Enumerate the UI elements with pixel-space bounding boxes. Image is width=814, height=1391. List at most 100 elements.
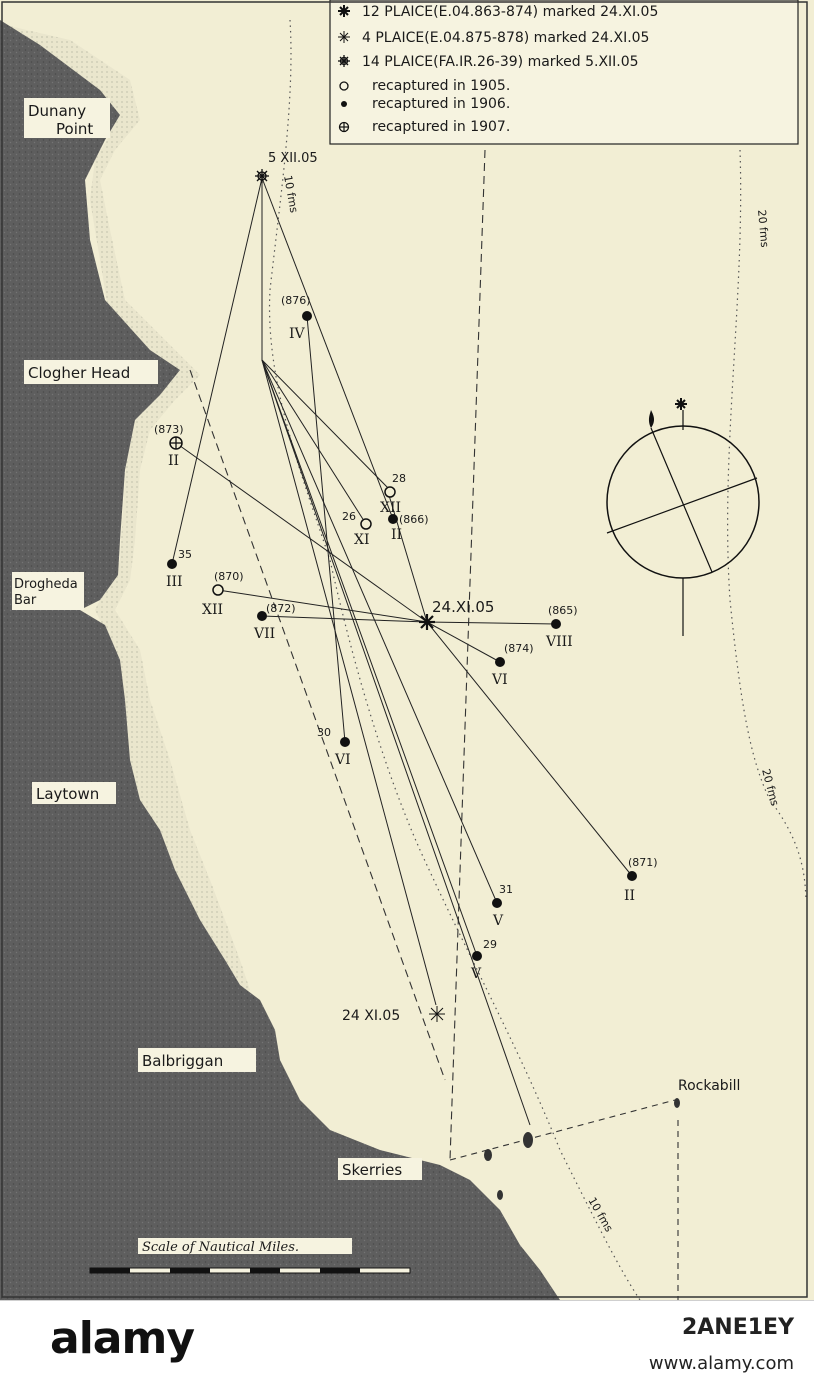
recapture-id-label: 35 — [178, 548, 192, 561]
release-south-icon — [429, 1006, 445, 1022]
recapture-circle-filled-icon — [257, 611, 267, 621]
recapture-id-label: 30 — [317, 726, 331, 739]
recapture-circle-open-icon — [360, 518, 372, 530]
recapture-month-label: IV — [289, 326, 306, 342]
recapture-marker: 31V — [492, 883, 513, 929]
recapture-id-label: 28 — [392, 472, 406, 485]
recapture-month-label: VI — [491, 672, 508, 688]
recapture-id-label: (865) — [548, 604, 578, 617]
recapture-circle-filled-icon — [495, 657, 505, 667]
place-rockabill: Rockabill — [678, 1078, 740, 1094]
island-2 — [523, 1132, 533, 1148]
legend-row-6: recaptured in 1907. — [372, 119, 510, 135]
legend-row-4: recaptured in 1905. — [372, 78, 510, 94]
recapture-marker: (871) II — [624, 856, 658, 904]
recapture-marker: (873) II — [154, 423, 184, 469]
release-center-label: 24.XI.05 — [432, 598, 494, 616]
recapture-circle-filled-icon — [627, 871, 637, 881]
lines-from-center — [175, 442, 633, 877]
place-skerries: Skerries — [338, 1158, 422, 1180]
place-balbriggan: Balbriggan — [138, 1048, 256, 1072]
recapture-circle-filled-icon — [302, 311, 312, 321]
svg-text:Dunany: Dunany — [28, 102, 86, 120]
recapture-id-label: (873) — [154, 423, 184, 436]
recapture-circle-filled-icon — [340, 737, 350, 747]
release-north-icon — [255, 169, 269, 183]
recapture-id-label: (866) — [399, 513, 429, 526]
recapture-month-label: II — [624, 888, 635, 904]
recapture-month-label: VII — [253, 626, 275, 642]
release-south-label: 24 XI.05 — [342, 1008, 400, 1024]
recapture-month-label: VIII — [545, 634, 573, 650]
legend-star-open-icon — [338, 31, 350, 43]
recapture-id-label: (874) — [504, 642, 534, 655]
recapture-month-label: XII — [202, 602, 223, 618]
recapture-id-label: (876) — [281, 294, 311, 307]
compass-rose — [606, 398, 760, 636]
recapture-marker: (870) XII — [202, 570, 244, 618]
land-coast — [0, 20, 560, 1300]
recapture-month-label: II — [391, 527, 402, 543]
legend-row-3: 14 PLAICE(FA.IR.26-39) marked 5.XII.05 — [362, 54, 639, 70]
svg-text:Skerries: Skerries — [342, 1161, 402, 1179]
footer-bar: alamy 2ANE1EY www.alamy.com — [0, 1300, 814, 1391]
compass-flame-icon — [648, 410, 655, 428]
legend-row-1: 12 PLAICE(E.04.863-874) marked 24.XI.05 — [362, 4, 658, 20]
map-frame — [1, 1, 808, 1298]
island-1 — [484, 1149, 492, 1161]
recapture-id-label: 26 — [342, 510, 356, 523]
island-3 — [497, 1190, 503, 1200]
legend-circle-filled-icon — [341, 101, 347, 107]
dashed-boundary-2 — [189, 369, 446, 1081]
recapture-circle-filled-icon — [472, 951, 482, 961]
recapture-circle-open-icon — [212, 584, 224, 596]
scale-label: Scale of Nautical Miles. — [142, 1240, 299, 1255]
legend-star-gear-icon — [338, 55, 350, 67]
recapture-marker: (866)II — [388, 513, 429, 543]
recapture-marker: (865) VIII — [545, 604, 578, 650]
recapture-month-label: III — [166, 574, 183, 590]
place-drogheda-bar: Drogheda Bar — [12, 572, 84, 610]
recapture-month-label: XII — [380, 500, 401, 516]
svg-text:Point: Point — [56, 120, 93, 138]
recapture-month-label: II — [168, 453, 179, 469]
svg-text:Balbriggan: Balbriggan — [142, 1052, 223, 1070]
svg-text:Bar: Bar — [14, 593, 37, 608]
map-canvas: 12 PLAICE(E.04.863-874) marked 24.XI.05 … — [0, 0, 814, 1300]
footer-url: www.alamy.com — [648, 1353, 794, 1374]
recapture-circle-open-icon — [384, 486, 396, 498]
recapture-id-label: (870) — [214, 570, 244, 583]
recapture-marker: 29V — [470, 938, 497, 982]
recapture-marker: (876) IV — [281, 294, 312, 342]
recapture-month-label: XI — [354, 532, 370, 548]
legend-circle-open-icon — [339, 81, 349, 91]
depth-label-20-top: 20 fms — [755, 209, 771, 248]
legend-row-5: recaptured in 1906. — [372, 96, 510, 112]
legend: 12 PLAICE(E.04.863-874) marked 24.XI.05 … — [329, 0, 799, 145]
release-center-icon — [419, 614, 435, 630]
beach-fringe — [5, 25, 250, 1000]
recapture-id-label: 29 — [483, 938, 497, 951]
legend-circle-cross-icon — [338, 121, 350, 133]
recapture-marker: (872) VII — [253, 602, 296, 642]
svg-text:Laytown: Laytown — [36, 785, 99, 803]
rockabill-rock — [674, 1098, 680, 1108]
recapture-circle-filled-icon — [167, 559, 177, 569]
recapture-circle-filled-icon — [492, 898, 502, 908]
lines-from-north — [171, 177, 531, 1126]
recapture-circle-filled-icon — [551, 619, 561, 629]
recapture-id-label: (872) — [266, 602, 296, 615]
release-north-label: 5 XII.05 — [268, 151, 318, 166]
footer-brand-logo: alamy — [50, 1313, 195, 1364]
legend-star-filled-icon — [338, 5, 350, 17]
recapture-marker: (874) VI — [491, 642, 534, 688]
recapture-month-label: V — [470, 966, 482, 982]
place-dunany: Dunany Point — [24, 98, 110, 138]
svg-text:Drogheda: Drogheda — [14, 577, 78, 592]
recapture-circle-filled-icon — [388, 514, 398, 524]
recapture-id-label: (871) — [628, 856, 658, 869]
